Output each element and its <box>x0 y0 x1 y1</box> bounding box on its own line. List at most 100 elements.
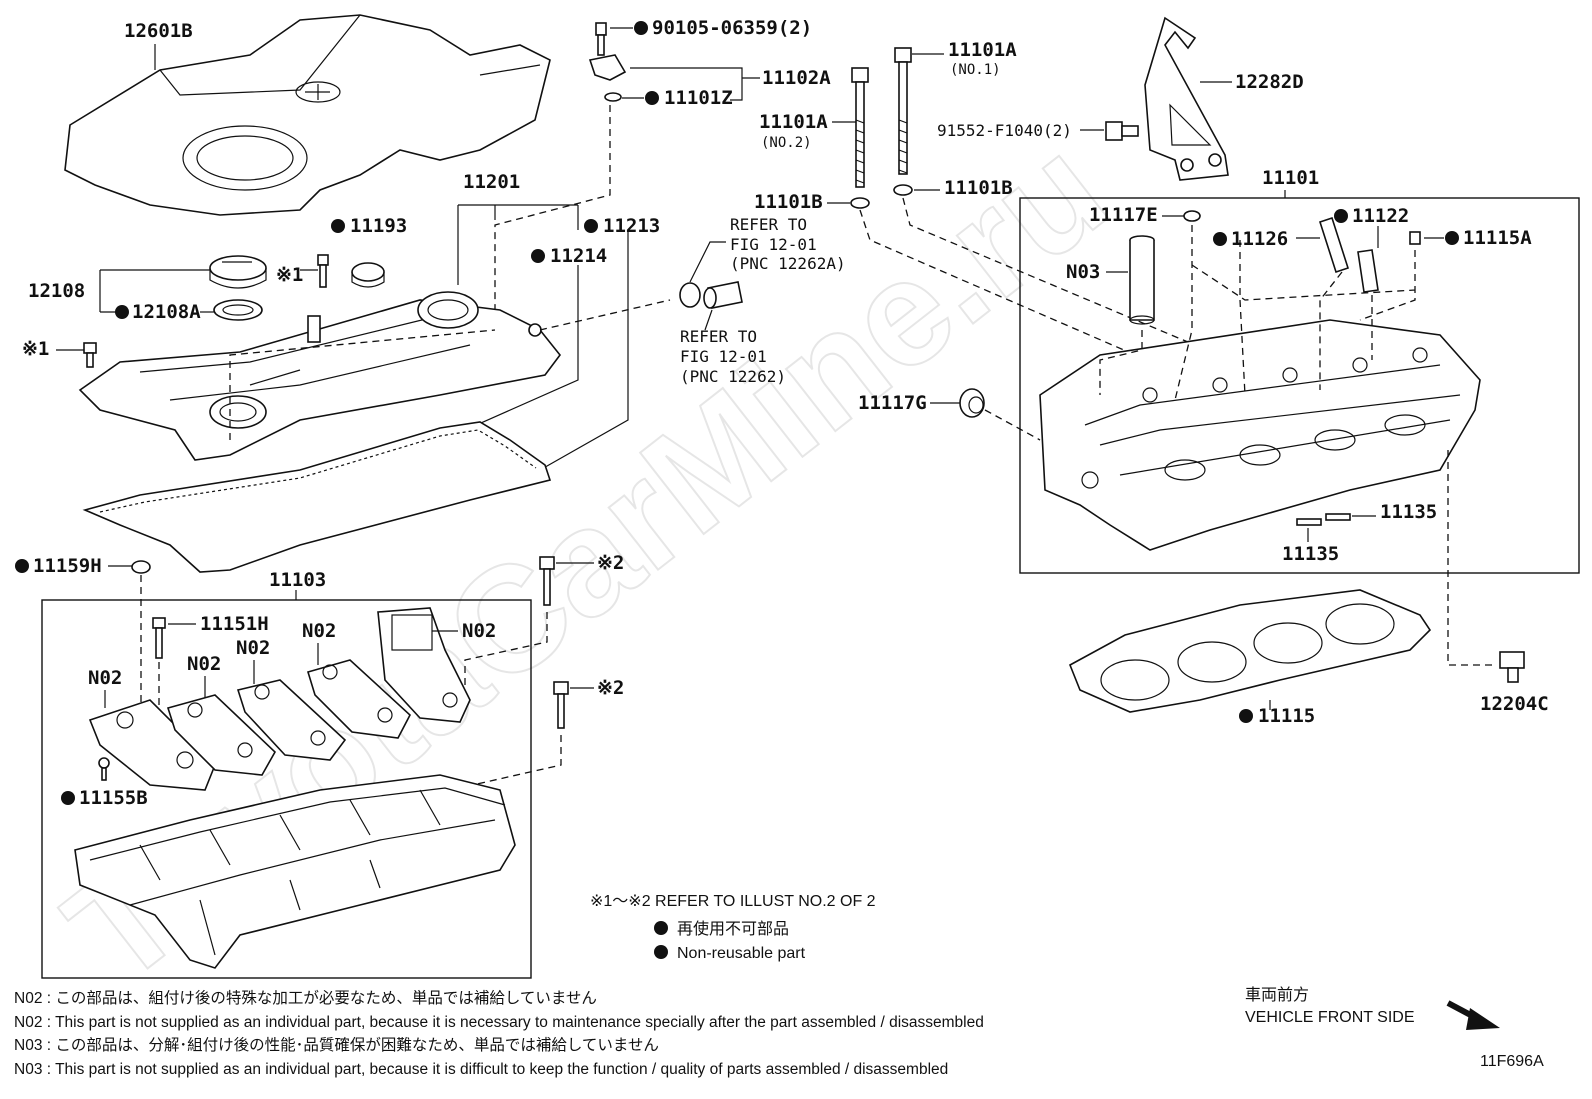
plug-11117G[interactable] <box>959 388 985 418</box>
tube-11126[interactable] <box>1318 216 1350 274</box>
label-N02-b: N02 <box>187 653 221 675</box>
engine-hanger-12282D[interactable] <box>1144 16 1229 181</box>
label-91552-F1040: 91552-F1040(2) <box>937 121 1072 140</box>
label-11101B-b: 11101B <box>944 177 1013 199</box>
bolt-11151H[interactable] <box>152 617 166 659</box>
cylinder-head-11101[interactable] <box>1039 319 1481 551</box>
front-direction-arrow-icon <box>1446 1000 1500 1030</box>
label-11115A: 11115A <box>1463 227 1532 249</box>
bolt-mark2-b[interactable] <box>553 681 569 729</box>
bolt-91552-F1040[interactable] <box>1105 121 1139 141</box>
diagram-id: 11F696A <box>1480 1053 1544 1070</box>
nonreusable-dot <box>1213 232 1227 246</box>
label-12601B: 12601B <box>124 20 193 42</box>
nonreusable-dot <box>1334 209 1348 223</box>
nonreusable-dot <box>15 559 29 573</box>
plug-11117E[interactable] <box>1183 210 1201 222</box>
part-N03[interactable] <box>1129 235 1155 325</box>
tube-11122[interactable] <box>1357 249 1379 293</box>
head-bolt-11101A-no2[interactable] <box>851 67 869 188</box>
label-12108A: 12108A <box>132 301 201 323</box>
label-11117E: 11117E <box>1089 204 1158 226</box>
nonreusable-dot <box>531 249 545 263</box>
camshaft-bearing-cap-N02-2[interactable] <box>166 694 277 776</box>
leader <box>689 241 726 283</box>
nonreusable-dot <box>584 219 598 233</box>
label-11135-a: 11135 <box>1380 501 1437 523</box>
cylinder-head-group-box <box>1019 197 1580 574</box>
head-cover-gasket-11213[interactable] <box>82 421 552 573</box>
dashed-guide <box>229 329 496 440</box>
dashed-guide <box>539 299 671 331</box>
hose-clamp-12262A[interactable] <box>679 281 743 309</box>
nonreusable-dot <box>115 305 129 319</box>
label-11126: 11126 <box>1231 228 1288 250</box>
label-mark1-b: ※1 <box>22 338 49 360</box>
bolt-mark1[interactable] <box>317 254 329 288</box>
label-N02-a: N02 <box>88 667 122 689</box>
label-12108: 12108 <box>28 280 85 302</box>
label-N03: N03 <box>1066 261 1100 283</box>
dashed-guide <box>1447 450 1495 666</box>
plug-12204C[interactable] <box>1499 651 1525 683</box>
nonreusable-dot <box>634 21 648 35</box>
legend-refer-illust: ※1～※2 REFER TO ILLUST NO.2 OF 2 <box>590 893 876 910</box>
dashed-guide <box>494 105 611 330</box>
washer-11101B-a[interactable] <box>850 197 870 209</box>
cylinder-head-cover-11201[interactable] <box>78 291 562 461</box>
head-bolt-11101A-no1[interactable] <box>894 47 912 175</box>
dashed-guide <box>1099 330 1143 395</box>
label-11214: 11214 <box>550 245 607 267</box>
cam-sensor-11102A[interactable] <box>588 22 627 102</box>
head-gasket-11115[interactable] <box>1068 589 1432 713</box>
label-11101: 11101 <box>1262 167 1319 189</box>
dowel-pins-11135[interactable] <box>1296 513 1351 526</box>
camshaft-bearing-cap-N02-4[interactable] <box>306 659 411 739</box>
label-90105-06359: 90105-06359(2) <box>652 17 812 39</box>
gasket-12108A[interactable] <box>213 299 263 321</box>
camshaft-housing[interactable] <box>74 774 516 969</box>
camshaft-bearing-cap-N02-5[interactable] <box>377 607 471 723</box>
legend-dot <box>654 945 668 959</box>
label-11101A-no2-sub: (NO.2) <box>761 135 812 151</box>
oil-filler-cap-12108[interactable] <box>209 255 267 289</box>
plug-11159H[interactable] <box>131 560 151 574</box>
label-12204C: 12204C <box>1480 693 1549 715</box>
nonreusable-dot <box>645 91 659 105</box>
nonreusable-dot <box>331 219 345 233</box>
nonreusable-dot <box>1239 709 1253 723</box>
note-n03-en: N03 : This part is not supplied as an in… <box>14 1061 948 1078</box>
leader <box>704 309 713 331</box>
note-n02-jp: N02 : この部品は、組付け後の特殊な加工が必要なため、単品では補給していませ… <box>14 989 597 1007</box>
label-N02-d: N02 <box>302 620 336 642</box>
label-11151H: 11151H <box>200 613 269 635</box>
nonreusable-dot <box>1445 231 1459 245</box>
label-11101B-a: 11101B <box>754 191 823 213</box>
label-11159H: 11159H <box>33 555 102 577</box>
plug-11193[interactable] <box>351 262 385 288</box>
label-11117G: 11117G <box>858 392 927 414</box>
leader <box>630 67 760 101</box>
washer-11101B-b[interactable] <box>893 184 913 196</box>
label-11101A-no2: 11101A <box>759 111 828 133</box>
dashed-guide <box>984 409 1041 441</box>
bolt-mark1-b[interactable] <box>83 342 97 368</box>
refer-2-line1: REFER TO <box>680 327 757 346</box>
label-mark2-b: ※2 <box>597 677 624 699</box>
direction-en: VEHICLE FRONT SIDE <box>1245 1009 1415 1026</box>
pin-11155B[interactable] <box>98 757 110 781</box>
engine-cover-12601B[interactable] <box>64 14 551 216</box>
dashed-guide <box>859 197 1196 371</box>
label-11213: 11213 <box>603 215 660 237</box>
bolt-mark2-a[interactable] <box>539 556 555 606</box>
camshaft-housing-group-box <box>41 599 532 979</box>
direction-jp: 車両前方 <box>1245 986 1309 1004</box>
label-11115: 11115 <box>1258 705 1315 727</box>
camshaft-bearing-cap-N02-1[interactable] <box>88 699 216 791</box>
label-N02-c: N02 <box>236 637 270 659</box>
legend-dot <box>654 921 668 935</box>
note-n03-jp: N03 : この部品は、分解･組付け後の性能･品質確保が困難なため、単品では補給… <box>14 1036 659 1054</box>
plug-11115A[interactable] <box>1409 231 1421 245</box>
camshaft-bearing-cap-N02-3[interactable] <box>236 679 347 761</box>
